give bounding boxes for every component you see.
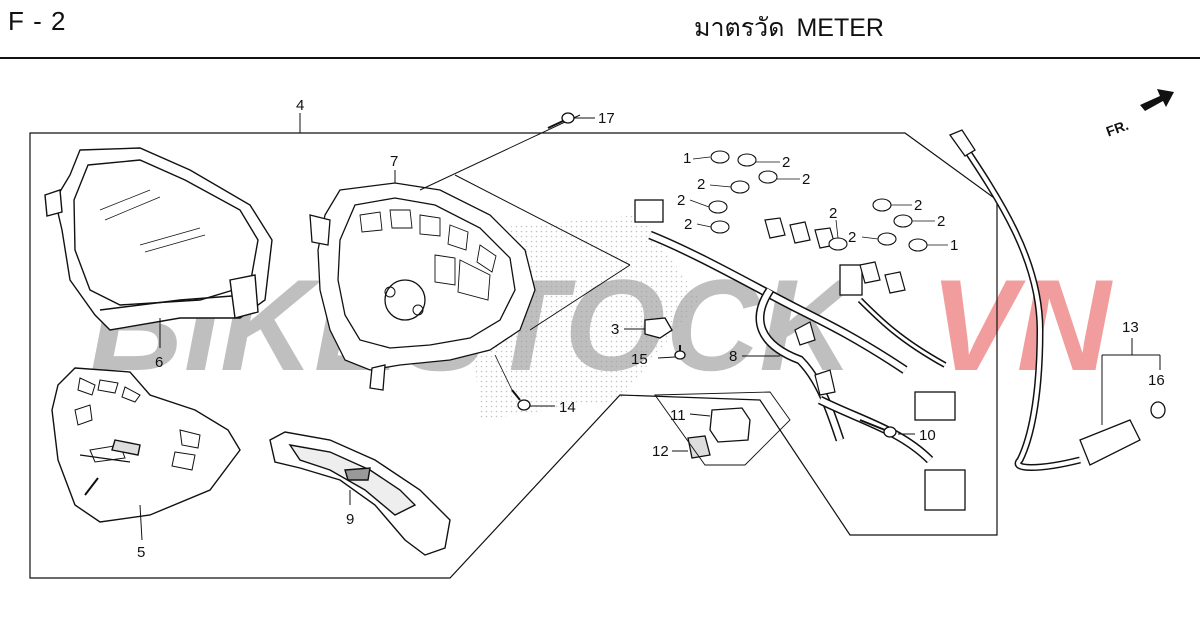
callout-2: 2 (829, 205, 837, 222)
page-title-thai: มาตรวัด (694, 14, 785, 42)
group-outline-11-12 (654, 391, 791, 466)
callout-6: 6 (155, 354, 163, 371)
callout-4: 4 (296, 97, 304, 114)
page-header: F - 2 มาตรวัด METER (0, 0, 1200, 60)
front-direction-label: FR. (1104, 117, 1131, 140)
part-13-speedometer-cable (948, 129, 1161, 471)
callout-1: 1 (950, 237, 958, 254)
part-3-clip (624, 317, 673, 339)
part-12-holder (672, 435, 711, 459)
part-11-relay (689, 407, 751, 443)
callout-16: 16 (1148, 372, 1165, 389)
part-15-screw (657, 345, 686, 360)
callout-2: 2 (677, 192, 685, 209)
callout-2: 2 (684, 216, 692, 233)
exploded-parts-diagram: BIKESTOCK VN (29, 89, 1174, 579)
callout-2: 2 (697, 176, 705, 193)
part-16-o-ring (1150, 401, 1166, 419)
callout-2: 2 (937, 213, 945, 230)
callout-12: 12 (652, 443, 669, 460)
callout-1: 1 (683, 150, 691, 167)
page-title: มาตรวัด METER (694, 8, 896, 48)
callout-2: 2 (848, 229, 856, 246)
watermark-text-accent: VN (930, 252, 1114, 398)
assembly-outline-4 (29, 132, 998, 579)
callout-10: 10 (919, 427, 936, 444)
callout-labels: 1 1 2 2 2 2 2 2 2 2 2 3 4 5 6 7 8 9 10 1… (137, 97, 1165, 561)
callout-13: 13 (1122, 319, 1139, 336)
page-code: F - 2 (8, 6, 67, 36)
part-14-screw (494, 354, 555, 411)
part-9-trim (269, 431, 451, 556)
header-divider (0, 57, 1200, 59)
callout-9: 9 (346, 511, 354, 528)
callout-3: 3 (611, 321, 619, 338)
callout-17: 17 (598, 110, 615, 127)
part-7-meter-case (309, 114, 631, 391)
page-title-english: METER (796, 14, 884, 42)
callout-8: 8 (729, 348, 737, 365)
callout-2: 2 (802, 171, 810, 188)
part-6-meter-lens (44, 147, 273, 348)
callout-11: 11 (670, 407, 686, 424)
part-8-wire-harness (634, 199, 966, 511)
callout-7: 7 (390, 153, 398, 170)
part-17-screw (547, 112, 595, 129)
callout-5: 5 (137, 544, 145, 561)
callout-2: 2 (782, 154, 790, 171)
part-5-lower-panel (51, 367, 241, 541)
front-direction-arrow: FR. (1104, 89, 1174, 140)
callout-14: 14 (559, 399, 576, 416)
bulb-sockets (689, 150, 948, 252)
part-10-bolt (859, 419, 915, 438)
callout-2: 2 (914, 197, 922, 214)
callout-15: 15 (631, 351, 648, 368)
